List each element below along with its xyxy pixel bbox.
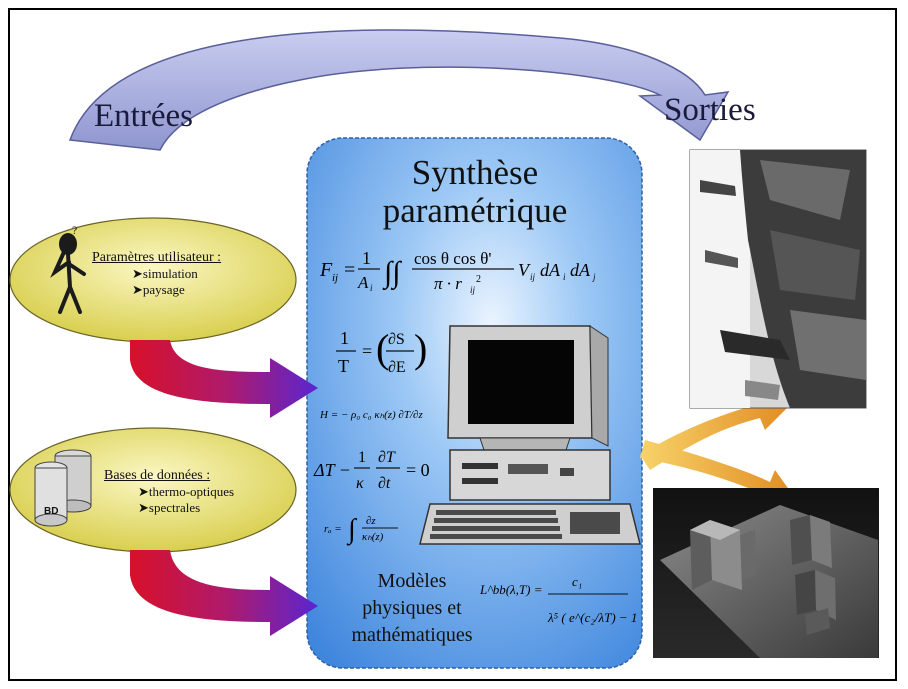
equation-diffusion: ΔT − 1 κ ∂T ∂t = 0: [313, 449, 430, 492]
models-line2: physiques et: [362, 597, 462, 619]
svg-text:(: (: [376, 326, 389, 371]
panel-title-line2: paramétrique: [382, 191, 568, 230]
user-params-item: ➤paysage: [132, 282, 185, 297]
svg-text:j: j: [592, 272, 596, 282]
svg-text:∂t: ∂t: [378, 475, 391, 492]
databases-text: Bases de données : ➤thermo-optiques ➤spe…: [104, 468, 234, 516]
svg-text:H = − ρ₀ c₀ κₕ(z) ∂T/∂z: H = − ρ₀ c₀ κₕ(z) ∂T/∂z: [319, 409, 423, 421]
user-params-text: Paramètres utilisateur : ➤simulation ➤pa…: [92, 250, 221, 298]
svg-text:∂S: ∂S: [388, 331, 405, 348]
aerial-photo: [689, 149, 867, 409]
svg-text:2: 2: [476, 274, 481, 285]
svg-text:i: i: [370, 283, 373, 293]
svg-text:∫∫: ∫∫: [382, 256, 402, 291]
flow-arc: [68, 29, 730, 151]
svg-text:F: F: [319, 259, 333, 281]
svg-text:1: 1: [358, 449, 366, 466]
databases-item: ➤thermo-optiques: [138, 484, 235, 499]
databases-title: Bases de données :: [104, 468, 211, 483]
svg-text:∂z: ∂z: [366, 515, 376, 527]
input-arrow-params: [130, 340, 318, 418]
svg-text:∂T: ∂T: [378, 449, 396, 466]
svg-text:= 0: = 0: [406, 460, 430, 480]
thinking-person-icon: ?: [50, 223, 86, 314]
svg-text:π · r: π · r: [434, 274, 462, 293]
svg-text:rₐ =: rₐ =: [324, 523, 342, 535]
models-line1: Modèles: [377, 570, 447, 592]
svg-text:=: =: [362, 341, 372, 361]
equation-temperature: 1 T = ( ∂S ∂E ): [336, 326, 427, 376]
panel-title-line1: Synthèse: [411, 153, 539, 192]
svg-text:dA: dA: [540, 260, 561, 280]
equation-form-factor: F ij = 1 A i ∫∫ cos θ cos θ' π · r ij 2 …: [319, 248, 596, 295]
panel-title: Synthèse paramétrique: [315, 154, 635, 230]
svg-text:1: 1: [340, 328, 349, 348]
svg-text:1: 1: [362, 248, 371, 268]
input-arrow-databases: [130, 550, 318, 636]
computer-icon: [419, 325, 641, 545]
user-params-item-paysage: paysage: [142, 282, 185, 297]
svg-text:κ: κ: [356, 475, 364, 492]
svg-text:): ): [414, 326, 427, 371]
svg-text:∂E: ∂E: [388, 359, 406, 376]
svg-text:=: =: [344, 259, 355, 281]
svg-text:λ⁵ ( e^(c₂/λT) − 1 ): λ⁵ ( e^(c₂/λT) − 1 ): [547, 610, 638, 625]
svg-text:ij: ij: [332, 272, 338, 284]
cylinder-label: BD: [44, 506, 59, 517]
databases-item-spectral: spectrales: [148, 500, 201, 515]
svg-text:L^bb(λ,T) =: L^bb(λ,T) =: [479, 582, 543, 597]
svg-text:ΔT −: ΔT −: [313, 460, 351, 480]
models-text: Modèles physiques et mathématiques: [342, 568, 482, 649]
models-line3: mathématiques: [351, 624, 473, 646]
svg-text:T: T: [338, 356, 349, 376]
svg-text:A: A: [357, 273, 369, 292]
outputs-label: Sorties: [664, 92, 756, 128]
svg-text:?: ?: [72, 223, 77, 237]
databases-item-thermo: thermo-optiques: [148, 484, 235, 499]
svg-text:ij: ij: [530, 272, 536, 282]
rendered-scene: [653, 488, 879, 658]
database-cylinder-icon: [34, 449, 92, 527]
user-params-item-simulation: simulation: [142, 266, 198, 281]
diagram-frame: [8, 8, 897, 681]
equation-integral: rₐ = ∫ ∂z κₕ(z): [324, 514, 398, 546]
svg-text:∫: ∫: [346, 514, 358, 546]
user-params-title: Paramètres utilisateur :: [92, 250, 222, 265]
user-params-item: ➤simulation: [132, 266, 198, 281]
svg-text:i: i: [563, 272, 566, 282]
svg-text:dA: dA: [570, 260, 591, 280]
equation-planck: L^bb(λ,T) = c₁ λ⁵ ( e^(c₂/λT) − 1 ): [479, 574, 638, 625]
svg-text:c₁: c₁: [572, 574, 582, 589]
databases-item: ➤spectrales: [138, 500, 201, 515]
svg-text:V: V: [518, 260, 531, 280]
svg-text:cos θ cos θ': cos θ cos θ': [414, 249, 491, 268]
equation-flux: H = − ρ₀ c₀ κₕ(z) ∂T/∂z: [319, 409, 423, 421]
inputs-label: Entrées: [94, 98, 193, 134]
svg-text:κₕ(z): κₕ(z): [362, 531, 384, 543]
svg-text:ij: ij: [470, 285, 476, 295]
